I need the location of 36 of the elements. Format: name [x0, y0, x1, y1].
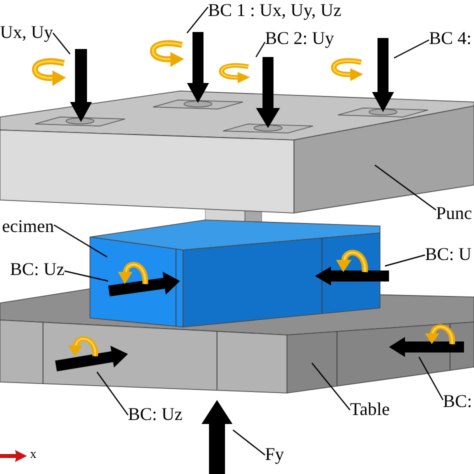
callout-label: BC 1 : Ux, Uy, Uz [208, 0, 342, 21]
leader-line [232, 430, 266, 456]
callout-label: BC: Uz [10, 259, 65, 280]
leader-line [255, 42, 266, 58]
leader-line [64, 270, 108, 282]
callout-label: Table [350, 399, 390, 420]
callout-label: BC: Uz [128, 404, 183, 425]
load-arrow [372, 38, 394, 112]
load-arrow [70, 49, 92, 122]
leader-line [394, 39, 430, 59]
side-arrow [315, 266, 389, 286]
callout-label: Ux, Uy [0, 22, 53, 43]
callout-label: BC 2: Uy [265, 28, 334, 49]
leader-line [54, 224, 108, 258]
callout-label: Punc [436, 203, 472, 224]
specimen-block [90, 220, 380, 327]
load-arrow [187, 32, 209, 103]
axis-label: x [30, 447, 36, 462]
side-arrow [55, 345, 128, 372]
callout-label: BC: [443, 391, 472, 412]
callout-label: BC: U [425, 244, 472, 265]
leader-line [384, 254, 426, 267]
callout-label: Fy [265, 444, 284, 465]
leader-line [96, 372, 128, 416]
leader-line [418, 356, 444, 400]
callout-label: BC 4: [429, 28, 472, 49]
callout-label: ecimen [2, 216, 54, 237]
side-arrow [389, 337, 464, 357]
leader-line [374, 164, 436, 210]
force-arrow [201, 400, 233, 474]
leader-line [311, 362, 350, 410]
table-plate [0, 288, 474, 393]
side-arrow [108, 271, 180, 297]
load-arrow [256, 57, 280, 128]
leader-line [186, 6, 208, 34]
leader-line [52, 32, 70, 54]
